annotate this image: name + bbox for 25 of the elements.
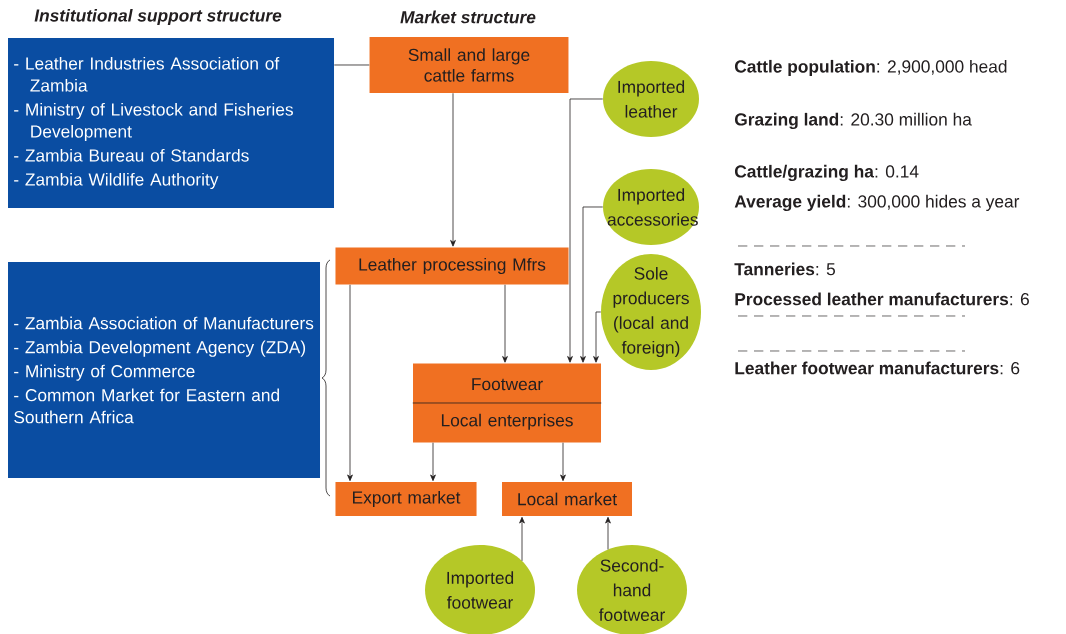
arrow	[560, 442, 566, 482]
statistic-text: Cattle population: 2,900,000 head	[735, 59, 1007, 77]
organization-list-box: - Leather Industries Association of Zambia - Ministry of Livestock and Fisheries Development - Zambia Bureau of Standards - Zambia Wildlife Authority	[8, 38, 334, 208]
arrow	[347, 284, 353, 482]
statistic-text: Tanneries: 5	[734, 262, 835, 276]
arrow	[580, 206, 604, 363]
process-box: Export market	[335, 482, 477, 516]
connector-line	[333, 64, 370, 66]
organization-list-box: - Zambia Association of Manufacturers - Zambia Development Agency (ZDA) - Ministry of Commerce - Common Market for Eastern and Southern Africa	[8, 262, 320, 478]
arrow	[519, 516, 525, 562]
arrow	[450, 92, 456, 247]
arrow	[567, 98, 604, 363]
statistic-text: Cattle/grazing ha: 0.14	[735, 164, 919, 182]
process-box: Leather processing Mfrs	[335, 247, 569, 285]
statistic-text: Grazing land: 20.30 million ha	[735, 112, 972, 130]
statistic-text: Average yield: 300,000 hides a year	[734, 194, 1020, 212]
arrow	[502, 284, 508, 363]
arrow	[605, 516, 611, 550]
split-box: Footwear Local enterprises	[412, 363, 602, 443]
process-box: Local market	[502, 482, 632, 516]
process-box: Small and large cattle farms	[369, 37, 569, 93]
arrow	[593, 311, 602, 363]
statistic-text: Processed leather manufacturers: 6	[735, 292, 1029, 306]
arrow	[430, 442, 436, 482]
statistic-text: Leather footwear manufacturers: 6	[735, 361, 1020, 375]
